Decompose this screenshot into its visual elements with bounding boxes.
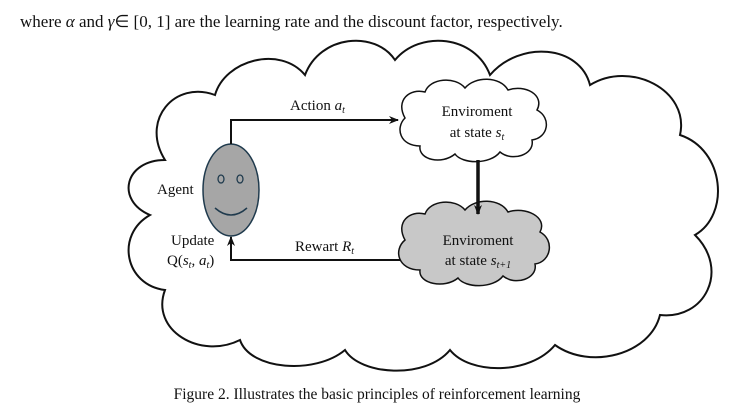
env2-line2: at state st+1 [445,253,511,271]
agent-eye-right [236,174,244,184]
environment-cloud-t [399,78,547,163]
agent-label: Agent [157,182,194,198]
reward-label: Rewart Rt [295,239,354,257]
action-arrow [230,116,399,144]
para-text: where [20,12,66,31]
para-text: and [74,12,108,31]
agent-face [202,143,260,237]
body-paragraph: where α and γ∈ [0, 1] are the learning r… [20,12,563,32]
action-label: Action at [290,98,345,116]
environment-cloud-t1 [397,200,550,287]
update-label: Update [171,233,215,249]
agent-smile [214,207,248,216]
q-function-label: Q(st, at) [167,253,214,271]
reward-arrow [227,236,400,261]
figure-caption: Figure 2. Illustrates the basic principl… [173,386,581,403]
para-text: ∈ [0, 1] are the learning rate and the d… [114,12,563,31]
outer-cloud [127,39,719,372]
env2-line1: Enviroment [443,233,515,249]
agent-eye-left [217,174,225,184]
env1-line2: at state st [450,125,505,143]
alpha-symbol: α [65,12,75,31]
gamma-symbol: γ [107,12,115,31]
env1-line1: Enviroment [442,104,514,120]
